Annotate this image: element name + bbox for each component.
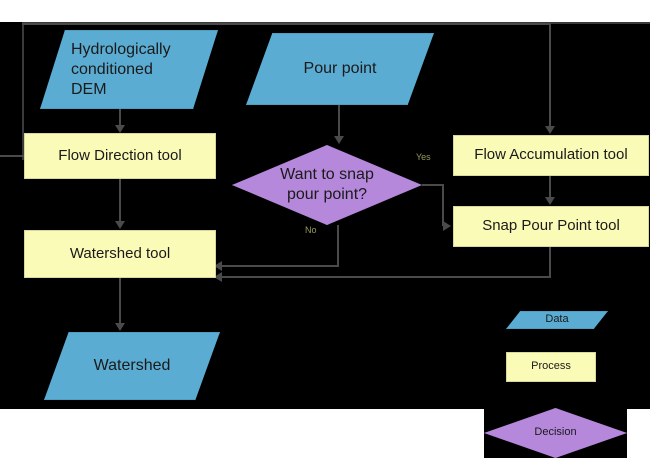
arrowhead-decision-yes-to-snap xyxy=(443,221,451,231)
connector-snap-to-watershed-h xyxy=(218,276,551,278)
node-label: Watershed tool xyxy=(69,244,171,262)
connector-decision-no-h xyxy=(218,265,339,267)
arrowhead-flow-direction-to-watershed-tool xyxy=(115,221,125,229)
connector-decision-yes-v xyxy=(442,184,444,226)
node-label: Pour point xyxy=(303,60,377,77)
connector-top-rail-drop xyxy=(549,23,551,128)
node-snap-pour-point-tool[interactable]: Snap Pour Point tool xyxy=(453,206,649,247)
node-watershed-output[interactable]: Watershed xyxy=(44,332,220,400)
arrowhead-pour-point-to-decision xyxy=(334,136,344,144)
legend-label-process: Process xyxy=(531,360,571,373)
connector-flow-accumulation-to-snap xyxy=(549,176,551,198)
arrowhead-flow-accumulation-to-snap xyxy=(545,197,555,205)
node-label: Snap Pour Point tool xyxy=(482,217,620,235)
arrowhead-watershed-tool-to-watershed xyxy=(115,323,125,331)
connector-flow-direction-to-watershed-tool xyxy=(119,179,121,222)
node-flow-accumulation-tool[interactable]: Flow Accumulation tool xyxy=(453,135,649,176)
connector-dem-to-flow-direction xyxy=(119,109,121,127)
node-flow-direction-tool[interactable]: Flow Direction tool xyxy=(24,133,216,179)
legend-label-data: Data xyxy=(545,313,569,326)
connector-top-rail-to-flow-accumulation xyxy=(22,23,550,25)
connector-decision-no-v xyxy=(337,225,339,267)
arrowhead-snap-to-watershed-tool xyxy=(214,272,222,282)
node-label: Flow Accumulation tool xyxy=(474,146,628,164)
legend-item-process: Process xyxy=(506,352,596,382)
arrowhead-decision-no-to-watershed-tool xyxy=(214,261,222,271)
node-label: Watershed xyxy=(93,357,171,374)
node-watershed-tool[interactable]: Watershed tool xyxy=(24,230,216,278)
arrowhead-dem-to-flow-direction xyxy=(115,125,125,133)
legend-label-decision: Decision xyxy=(534,426,577,439)
connector-left-into-flow-direction xyxy=(0,155,26,157)
connector-pour-point-to-decision xyxy=(338,105,340,137)
connector-watershed-tool-to-watershed xyxy=(119,278,121,324)
connector-decision-yes-h xyxy=(422,184,444,186)
edge-label-no: No xyxy=(305,225,317,235)
node-label: Want to snap pour point? xyxy=(280,166,374,203)
node-pour-point[interactable]: Pour point xyxy=(246,33,434,105)
canvas-border-left xyxy=(22,22,24,160)
node-label: Hydrologically conditioned DEM xyxy=(71,40,171,98)
legend-item-data: Data xyxy=(506,311,608,329)
edge-label-yes: Yes xyxy=(416,152,431,162)
node-hydrologically-conditioned-dem[interactable]: Hydrologically conditioned DEM xyxy=(40,30,218,109)
connector-snap-to-watershed-v xyxy=(549,247,551,277)
node-label: Flow Direction tool xyxy=(58,146,182,164)
arrowhead-to-flow-accumulation xyxy=(545,126,555,134)
